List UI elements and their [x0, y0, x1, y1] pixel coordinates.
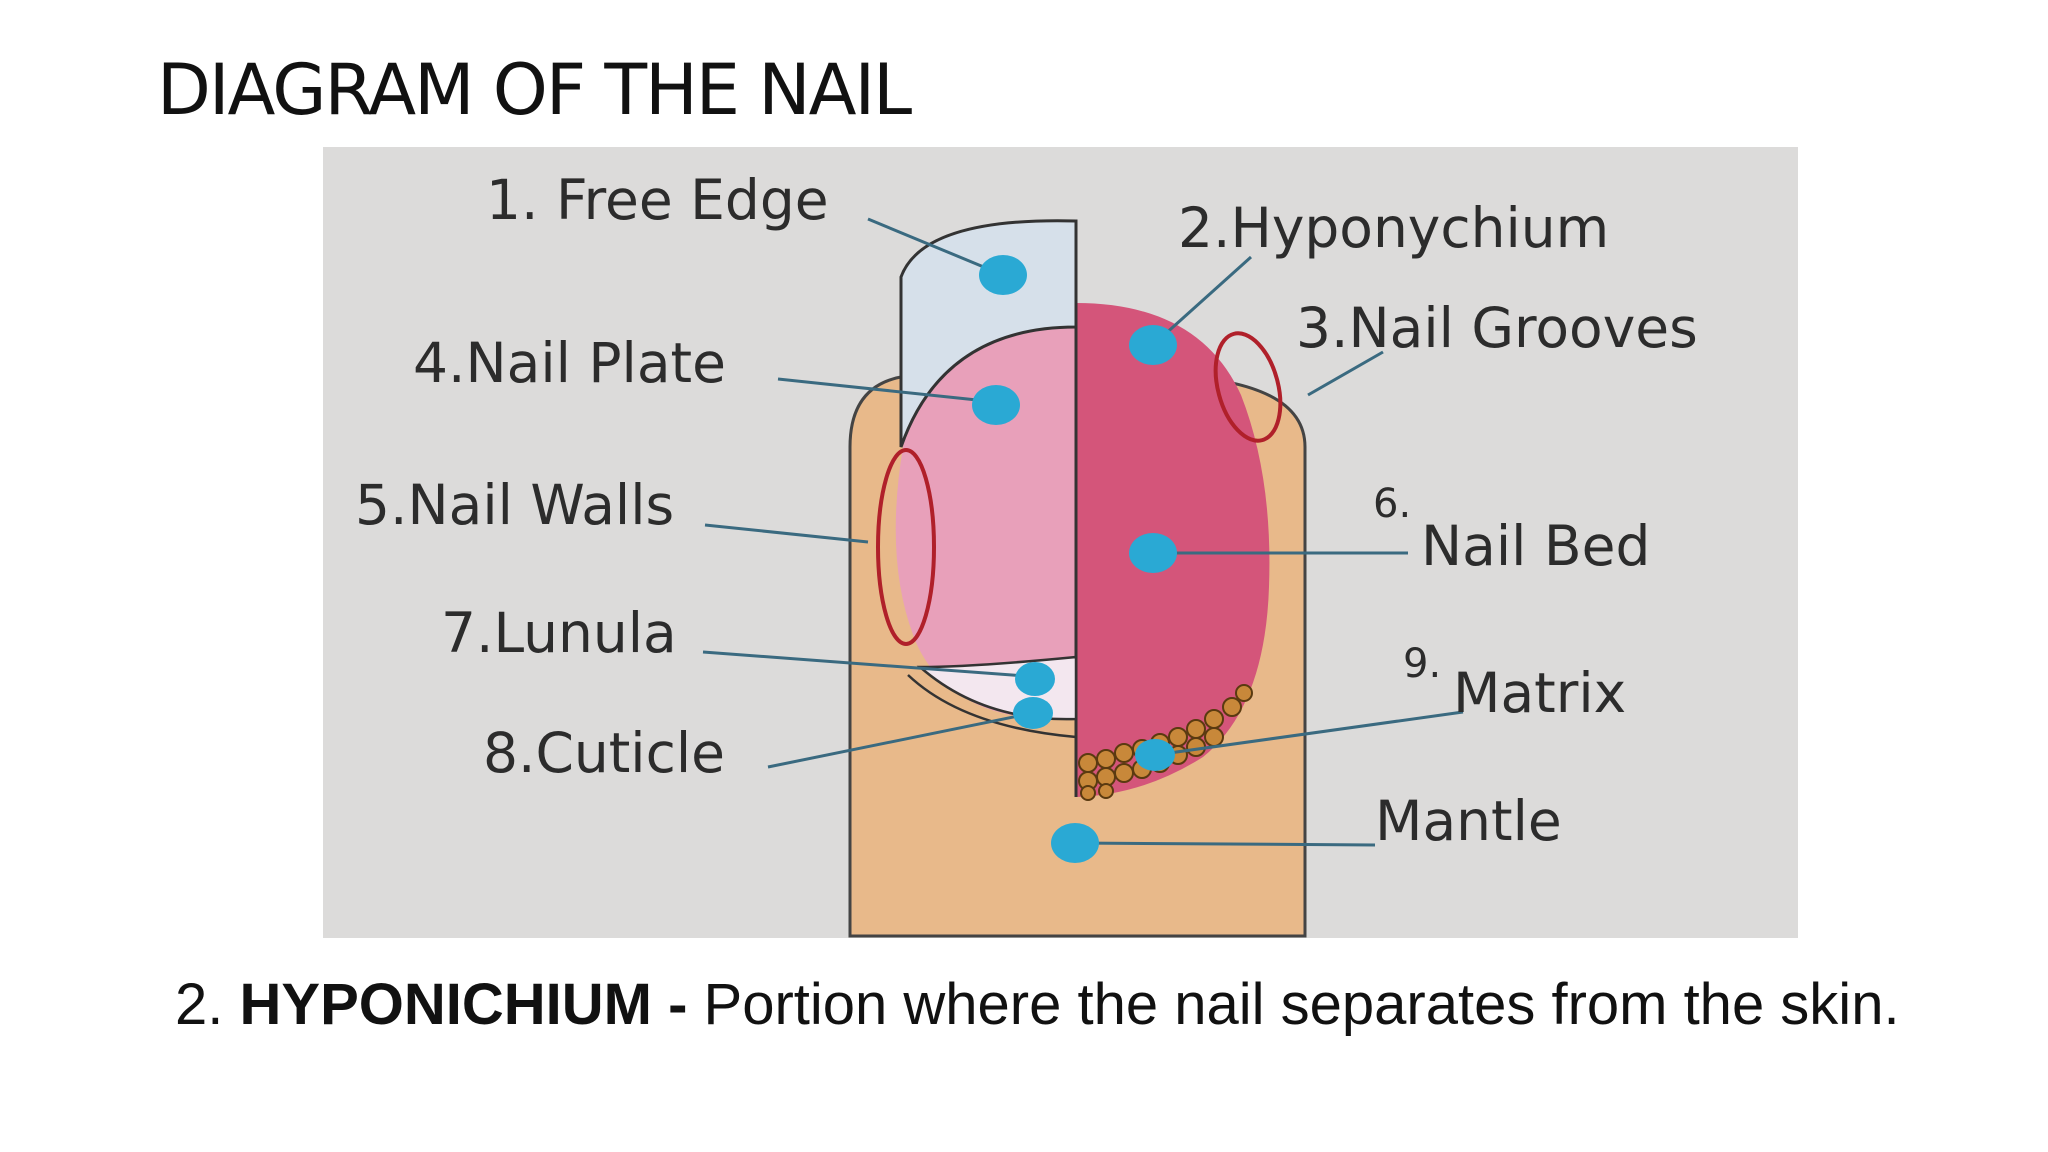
- caption-number: 2.: [175, 972, 224, 1037]
- label-nail-grooves: 3.Nail Grooves: [1296, 296, 1698, 360]
- label-matrix-number: 9.: [1403, 641, 1441, 687]
- label-mantle: Mantle: [1375, 789, 1562, 853]
- label-lunula: 7.Lunula: [441, 601, 677, 665]
- marker-cuticle: [1013, 697, 1053, 729]
- label-nail-plate: 4.Nail Plate: [413, 331, 726, 395]
- label-nail-walls: 5.Nail Walls: [355, 473, 674, 537]
- marker-free-edge: [979, 255, 1027, 295]
- nail-grooves-outline: [1213, 331, 1283, 443]
- marker-mantle: [1051, 823, 1099, 863]
- label-free-edge: 1. Free Edge: [486, 168, 829, 232]
- leader-lines: [702, 217, 1464, 847]
- marker-matrix: [1135, 739, 1175, 771]
- nail-plate-area: [895, 327, 1076, 719]
- label-nail-bed: Nail Bed: [1421, 514, 1650, 578]
- cuticle-line: [907, 674, 1077, 739]
- label-nail-bed-number: 6.: [1373, 481, 1411, 527]
- label-hyponychium: 2.Hyponychium: [1178, 196, 1609, 260]
- marker-lunula: [1015, 662, 1055, 696]
- label-matrix: Matrix: [1453, 661, 1626, 725]
- page-title: DIAGRAM OF THE NAIL: [157, 49, 912, 131]
- nail-walls-outline: [876, 448, 936, 646]
- marker-hyponychium: [1129, 325, 1177, 365]
- label-cuticle: 8.Cuticle: [483, 721, 725, 785]
- marker-nail-bed: [1129, 533, 1177, 573]
- caption-text: 2. HYPONICHIUM - Portion where the nail …: [175, 965, 1945, 1045]
- marker-nail-plate: [972, 385, 1020, 425]
- marker-points: [972, 255, 1177, 863]
- caption-definition: Portion where the nail separates from th…: [703, 972, 1900, 1037]
- caption-term: HYPONICHIUM -: [239, 972, 688, 1037]
- nail-diagram: 1. Free Edge 2.Hyponychium 3.Nail Groove…: [323, 147, 1798, 938]
